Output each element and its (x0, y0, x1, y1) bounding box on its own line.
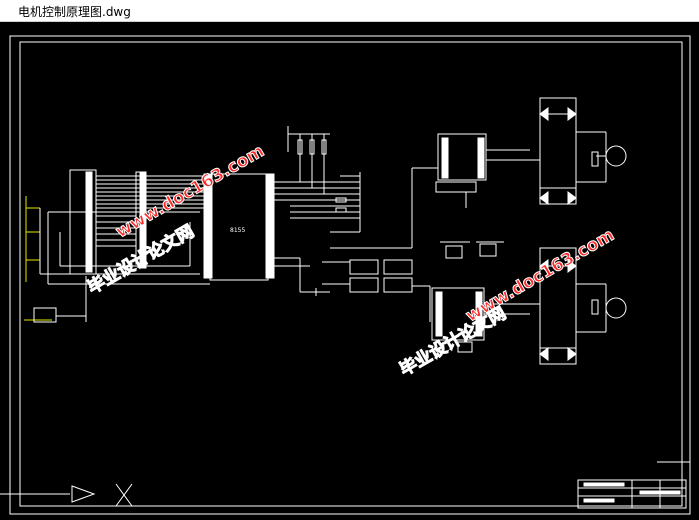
h-bridge-upper (539, 97, 627, 205)
resistor-bank-top (287, 126, 330, 194)
h-bridge-lower (539, 247, 627, 365)
watermark-cn-bottom: 毕业设计论文网 (396, 303, 510, 381)
motor-lower (605, 297, 627, 319)
bus-lines (60, 175, 210, 267)
switch-bank-mid (330, 172, 361, 233)
optocoupler-1 (349, 259, 413, 275)
driver-chip-lower (431, 287, 485, 353)
schematic-drawing: 8155 www.doc163.com 毕业设计论文网 www.doc163.c… (0, 35, 691, 515)
ucs-icon (0, 483, 133, 507)
chip-8155-label: 8155 (230, 227, 245, 234)
drawing-frame-outer (9, 35, 691, 515)
driver-chip-upper (435, 133, 487, 193)
title-block (577, 479, 687, 509)
drawing-canvas[interactable]: 8155 www.doc163.com 毕业设计论文网 www.doc163.c… (0, 22, 699, 520)
watermark-bottom: www.doc163.com 毕业设计论文网 (396, 225, 619, 381)
drawing-frame-inner (19, 41, 683, 507)
window-title: 电机控制原理图.dwg (18, 5, 131, 19)
chip-8155 (203, 173, 275, 281)
watermark-top: www.doc163.com 毕业设计论文网 (84, 141, 269, 299)
optocoupler-2 (349, 277, 413, 293)
window-titlebar: 电机控制原理图.dwg (0, 0, 699, 22)
motor-upper (605, 145, 627, 167)
